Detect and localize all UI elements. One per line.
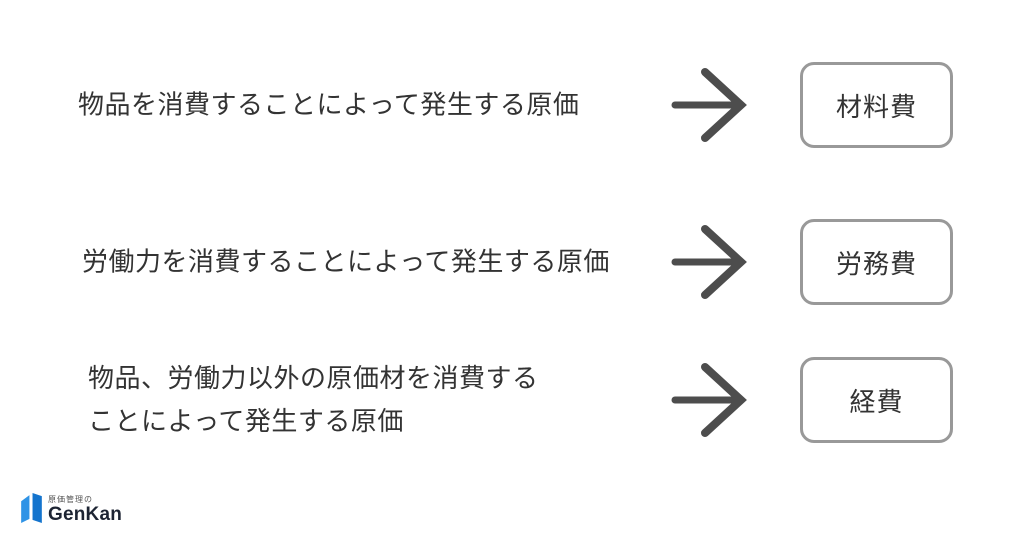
arrow-right-icon (671, 68, 747, 142)
description-goods-line1: 物品を消費することによって発生する原価 (78, 89, 580, 120)
description-other-line1: 物品、労働力以外の原価材を消費する (88, 363, 539, 393)
box-labor-costs: 労務費 (800, 219, 953, 305)
box-material-costs-label: 材料費 (835, 91, 917, 122)
arrow-right-icon (671, 363, 747, 437)
description-other: 物品、労働力以外の原価材を消費する ことによって発生する原価 (88, 357, 539, 443)
box-expenses: 経費 (800, 357, 953, 443)
description-labor-line1: 労働力を消費することによって発生する原価 (82, 246, 610, 277)
description-labor: 労働力を消費することによって発生する原価 (82, 241, 610, 284)
diagram-row-labor: 労働力を消費することによって発生する原価 労務費 (0, 219, 1024, 305)
genkan-logo-icon (21, 493, 42, 523)
box-expenses-label: 経費 (849, 386, 904, 417)
box-labor-costs-label: 労務費 (835, 248, 917, 279)
diagram-row-expenses: 物品、労働力以外の原価材を消費する ことによって発生する原価 経費 (0, 357, 1024, 443)
genkan-logo: 原価管理の GenKan (20, 492, 122, 526)
description-goods: 物品を消費することによって発生する原価 (78, 84, 579, 127)
diagram-row-material: 物品を消費することによって発生する原価 材料費 (0, 62, 1024, 148)
genkan-logo-text: 原価管理の GenKan (48, 492, 122, 526)
box-material-costs: 材料費 (800, 62, 953, 148)
description-other-line2: ことによって発生する原価 (88, 406, 404, 436)
arrow-right-icon (671, 225, 747, 299)
logo-tagline: 原価管理の (48, 495, 93, 504)
logo-brand: GenKan (48, 504, 123, 525)
